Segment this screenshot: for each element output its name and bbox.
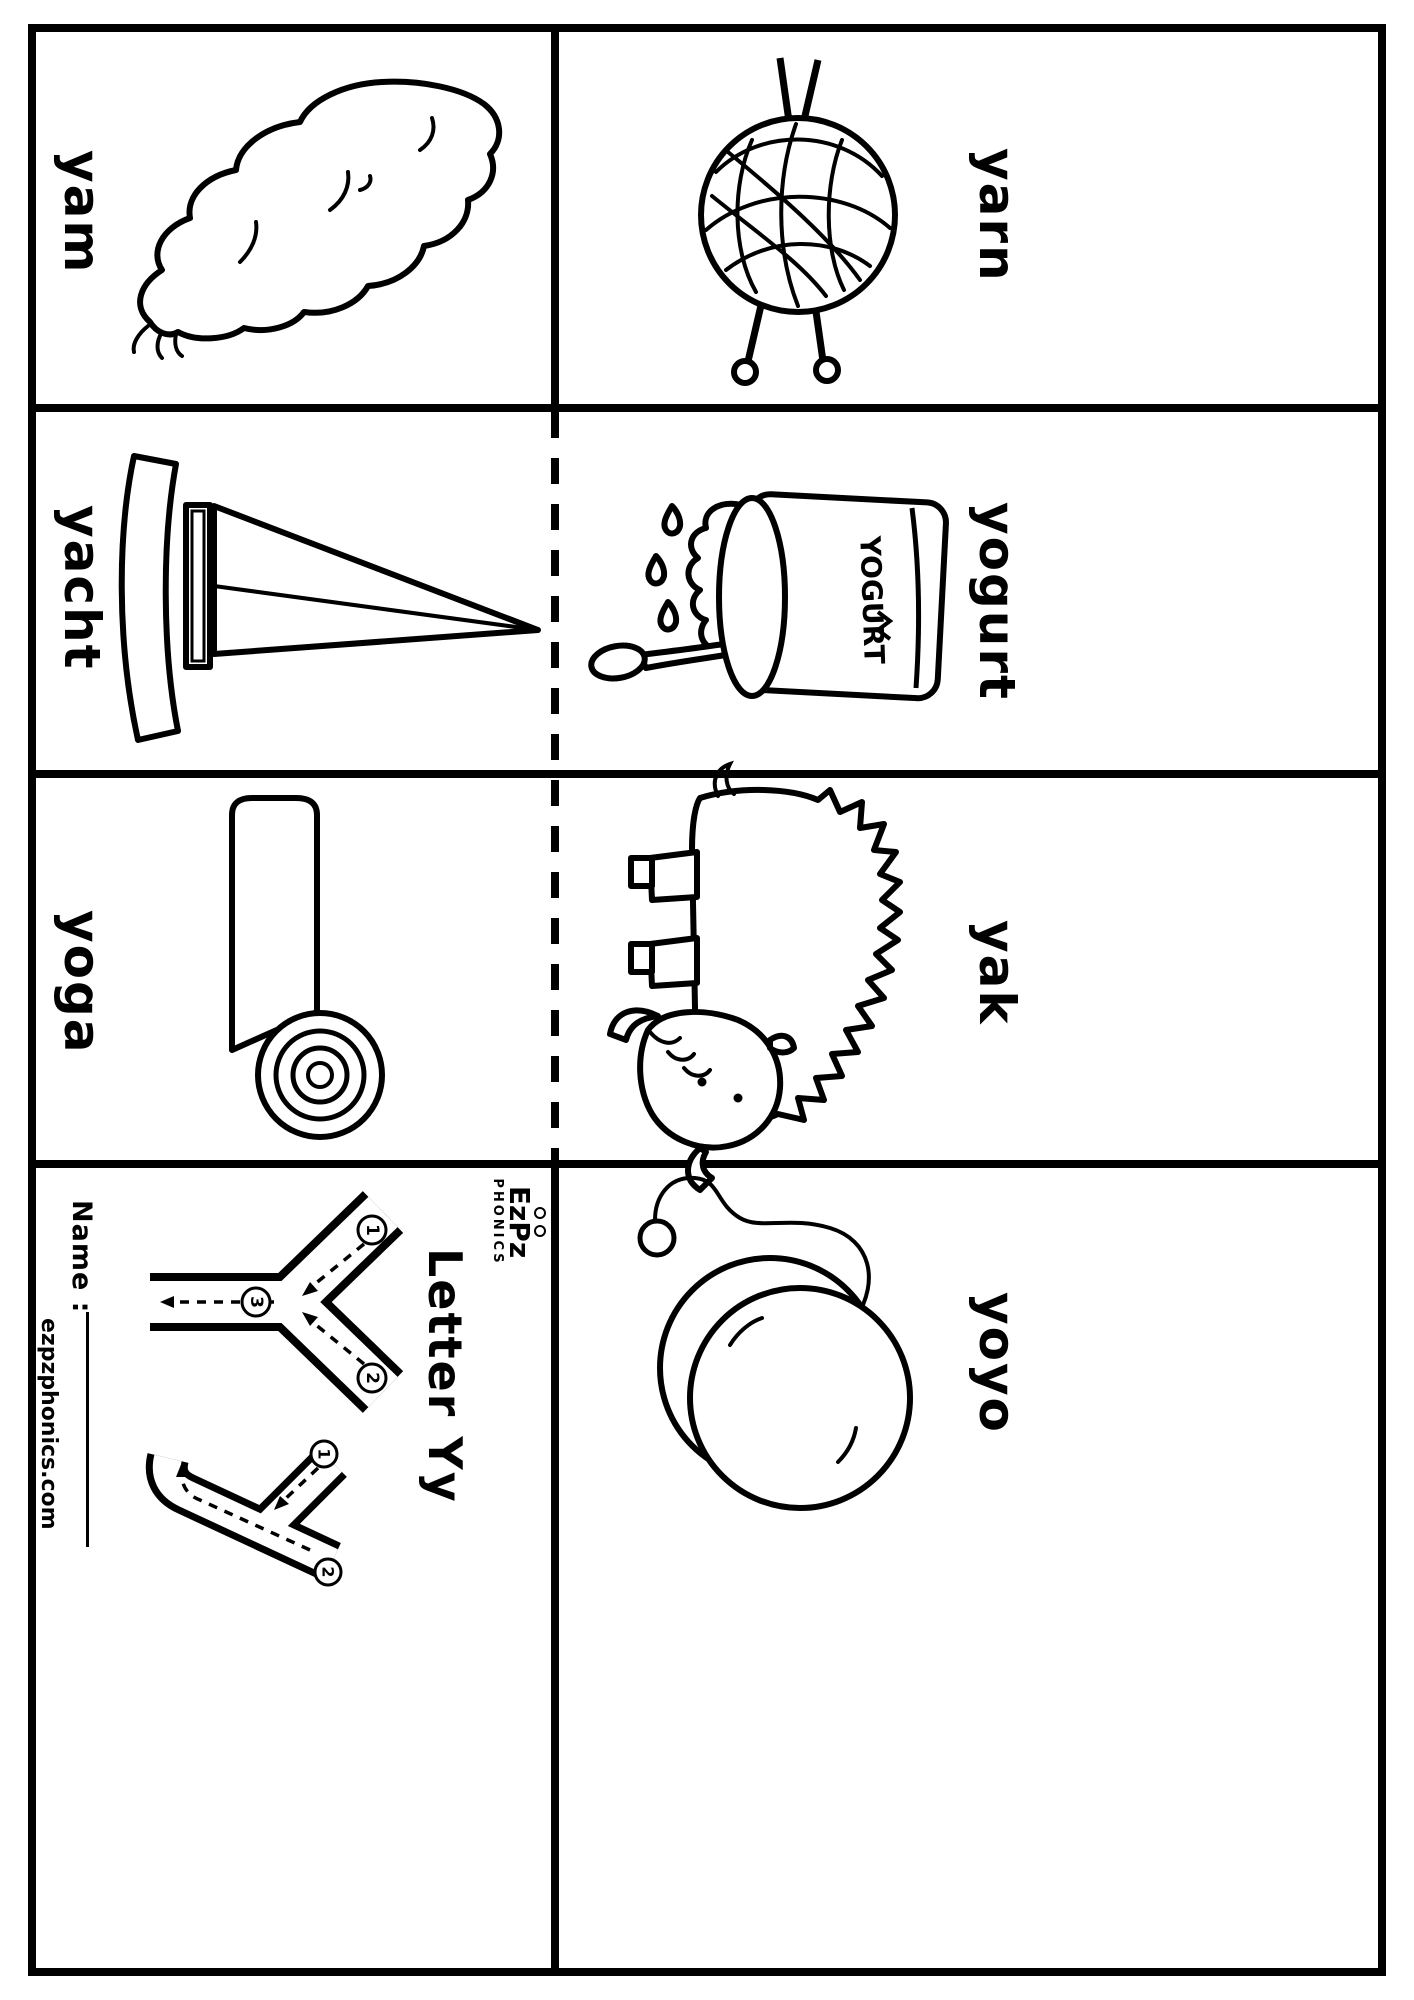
yoyo-with-string-illustration xyxy=(637,1175,913,1511)
label-yarn: yarn xyxy=(968,148,1026,283)
stroke2-number-badge xyxy=(356,1362,388,1394)
label-yacht: yacht xyxy=(53,505,111,671)
svg-text:1: 1 xyxy=(362,1224,382,1236)
label-yam: yam xyxy=(53,150,111,275)
stroke1-number-badge xyxy=(309,1439,339,1469)
yacht-sail xyxy=(211,503,541,657)
yak-hoof xyxy=(628,855,655,889)
logo-subtitle-text: PHONICS xyxy=(490,1178,506,1266)
yogurt-cup-rim xyxy=(716,495,788,699)
stroke1-guide xyxy=(308,1242,366,1290)
yogurt-cup-illustration: YOGURT xyxy=(588,491,949,702)
row-divider-1 xyxy=(36,404,1378,412)
yak-head xyxy=(637,1009,784,1151)
label-yogurt: yogurt xyxy=(968,502,1026,701)
stroke1-guide xyxy=(280,1466,320,1504)
stroke2-guide xyxy=(308,1318,366,1366)
uppercase-Y-tracing: 1 2 3 xyxy=(150,1191,404,1413)
svg-text:2: 2 xyxy=(362,1372,382,1384)
svg-text:3: 3 xyxy=(246,1296,266,1308)
page-title: Letter Yy xyxy=(418,1248,472,1504)
row-divider-2 xyxy=(36,770,1378,778)
stroke2-number-badge xyxy=(313,1557,343,1587)
stroke3-number-badge xyxy=(240,1286,272,1318)
column-divider-top xyxy=(551,32,559,404)
yoyo-finger-loop xyxy=(637,1218,677,1258)
row-divider-3 xyxy=(36,1160,1378,1168)
logo-brand-text: EzPz xyxy=(503,1185,537,1259)
yoyo-string xyxy=(653,1175,871,1320)
name-blank-line xyxy=(86,1312,89,1547)
label-yoyo: yoyo xyxy=(968,1292,1026,1434)
yacht-hull xyxy=(118,453,181,743)
ezpz-phonics-logo: EzPz PHONICS xyxy=(478,1177,558,1267)
yarn-ball-with-needles-illustration xyxy=(698,57,898,386)
yak-ear xyxy=(767,1032,797,1056)
yogurt-cup-text: YOGURT xyxy=(853,534,890,664)
yak-tail xyxy=(712,760,736,798)
label-yak: yak xyxy=(968,920,1026,1026)
yak-eye xyxy=(697,1077,707,1087)
name-field-label: Name : xyxy=(66,1200,97,1314)
column-divider-bottom xyxy=(551,1168,559,1968)
yak-leg xyxy=(647,849,700,903)
svg-text:2: 2 xyxy=(319,1566,338,1577)
spoon-bowl xyxy=(588,642,648,682)
outer-border xyxy=(28,24,1386,1976)
svg-text:1: 1 xyxy=(315,1448,334,1459)
label-yoga: yoga xyxy=(53,910,111,1055)
yam-root-hair xyxy=(131,324,150,354)
sailboat-illustration xyxy=(118,453,541,743)
logo-eyes-icon xyxy=(534,1207,547,1237)
yam-illustration xyxy=(131,78,503,360)
stroke1-number-badge xyxy=(356,1214,388,1246)
shaggy-yak-illustration xyxy=(607,760,903,1193)
stroke2-guide xyxy=(180,1477,311,1552)
fold-line-dashed xyxy=(551,412,559,1160)
yoyo-front-disc xyxy=(687,1285,913,1511)
rolled-yoga-mat-illustration xyxy=(229,795,385,1140)
website-url: ezpzphonics.com xyxy=(36,1318,61,1530)
lowercase-y-tracing: 1 2 xyxy=(145,1439,347,1587)
yogurt-drop xyxy=(661,503,684,537)
yak-horn xyxy=(607,1007,661,1043)
